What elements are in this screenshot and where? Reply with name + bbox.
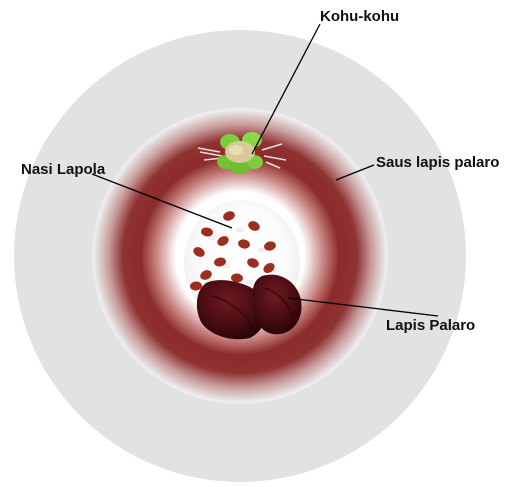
- garnish-leaf: [230, 162, 250, 174]
- label-garnish: Kohu-kohu: [320, 8, 399, 25]
- label-meat: Lapis Palaro: [386, 317, 475, 334]
- label-rice: Nasi Lapola: [21, 161, 106, 178]
- label-sauce: Saus lapis palaro: [376, 154, 499, 171]
- garnish-topping-highlight: [229, 145, 243, 155]
